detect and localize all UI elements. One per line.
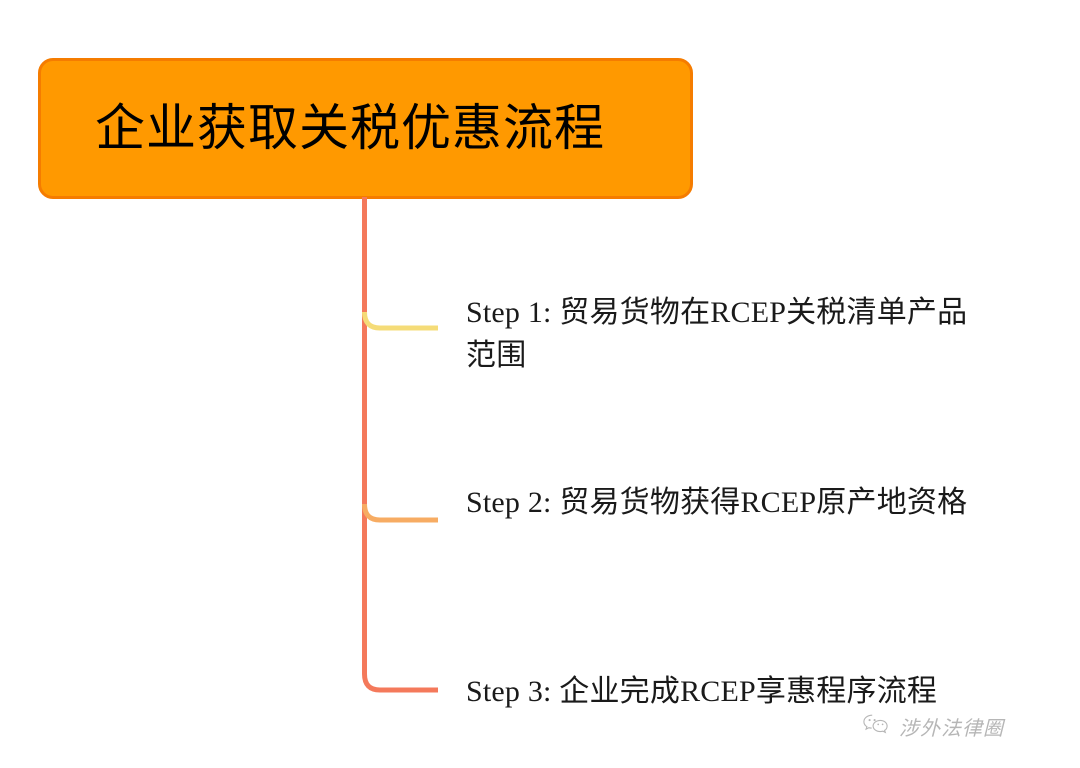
diagram-title-text: 企业获取关税优惠流程 [95, 99, 605, 157]
branch-step-2 [362, 503, 438, 523]
step-label-1: Step 1: 贸易货物在RCEP关税清单产品范围 [466, 296, 968, 372]
watermark: 涉外法律圈 [862, 712, 1004, 741]
diagram-title-node[interactable]: 企业获取关税优惠流程 [38, 58, 693, 199]
wechat-icon [862, 713, 892, 740]
branch-step-1 [362, 311, 438, 331]
step-label-3: Step 3: 企业完成RCEP享惠程序流程 [466, 675, 938, 708]
trunk-path [362, 197, 438, 693]
step-label-2: Step 2: 贸易货物获得RCEP原产地资格 [466, 486, 968, 519]
watermark-text: 涉外法律圈 [899, 716, 1004, 740]
